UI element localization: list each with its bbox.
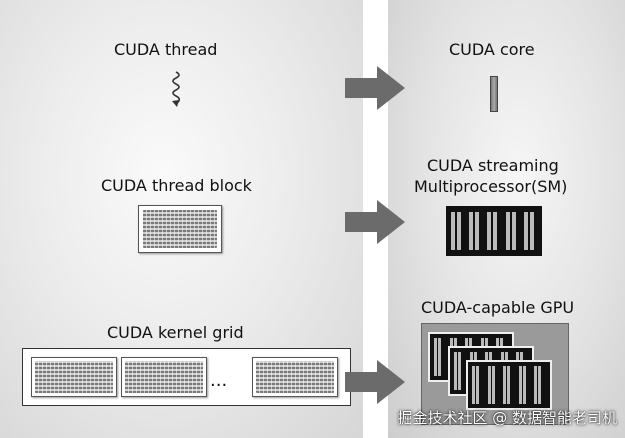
label-cuda-thread: CUDA thread	[114, 40, 218, 59]
label-cuda-kernel-grid: CUDA kernel grid	[107, 323, 244, 342]
label-sm-line1: CUDA streaming	[427, 156, 559, 175]
arrow-block-to-sm	[345, 200, 405, 244]
gpu-sm-3	[466, 360, 552, 410]
grid-ellipsis: ...	[210, 370, 228, 391]
sm-chip	[446, 206, 542, 256]
label-cuda-core: CUDA core	[449, 40, 535, 59]
arrow-grid-to-gpu	[345, 360, 405, 404]
kernel-grid-box	[22, 348, 351, 406]
cuda-core-bar	[490, 76, 498, 112]
thread-block-weave	[143, 210, 217, 248]
wavy-thread-icon	[172, 71, 181, 107]
label-cuda-capable-gpu: CUDA-capable GPU	[421, 298, 575, 317]
gpu-board	[421, 323, 569, 425]
thread-block-box	[138, 205, 222, 253]
grid-block-1	[31, 357, 117, 397]
label-sm-line2: Multiprocessor(SM)	[414, 177, 568, 196]
grid-block-3	[252, 357, 338, 397]
label-cuda-thread-block: CUDA thread block	[101, 176, 252, 195]
watermark: 掘金技术社区 @ 数据智能老司机	[397, 409, 617, 427]
arrow-thread-to-core	[345, 66, 405, 110]
grid-block-2	[121, 357, 207, 397]
